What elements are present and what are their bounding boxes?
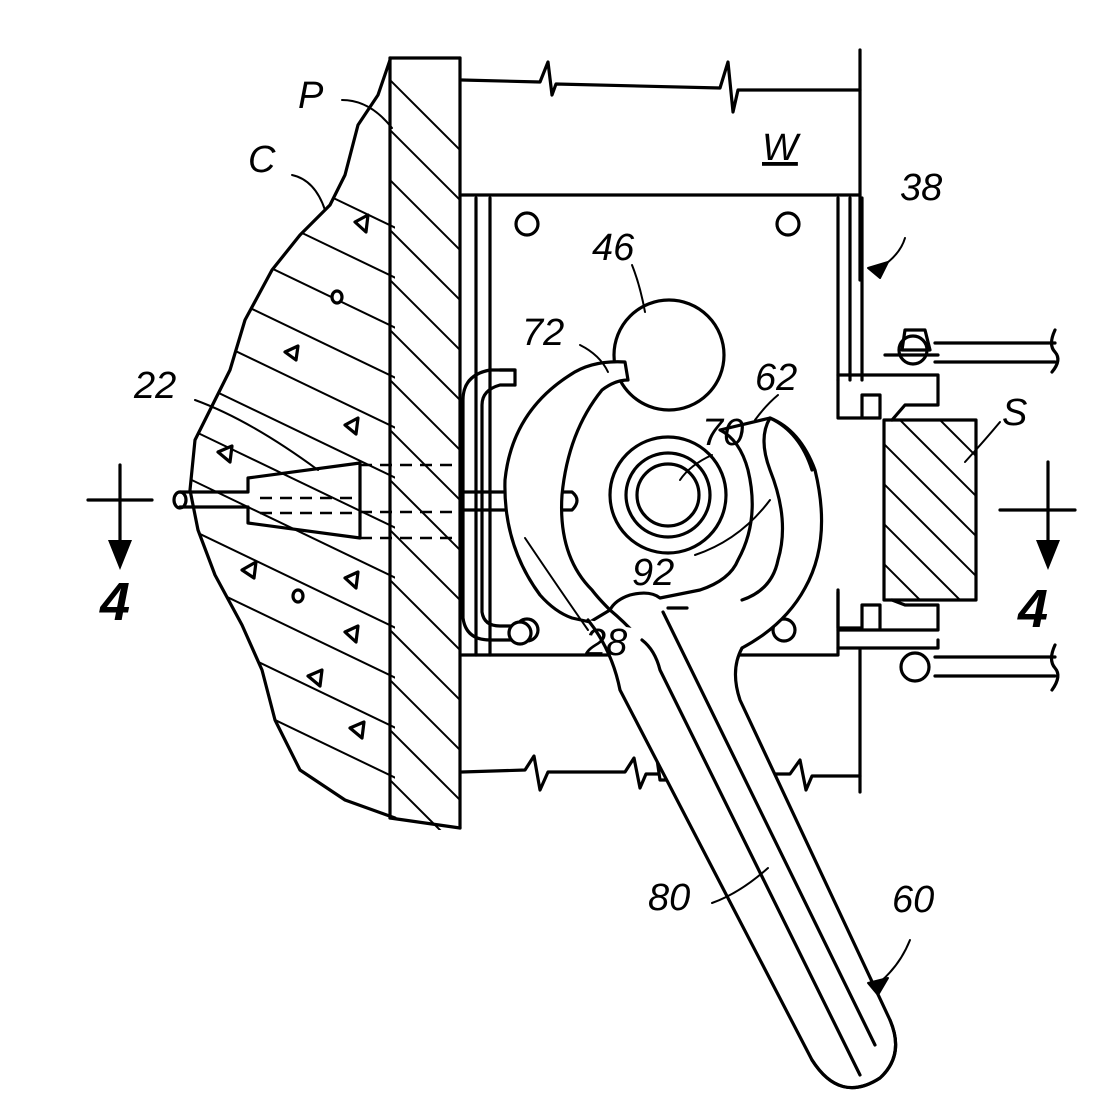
wrench <box>505 362 896 1088</box>
section-label-right: 4 <box>1017 579 1048 639</box>
label-92: 92 <box>632 552 674 594</box>
section-label-left: 4 <box>99 572 130 632</box>
label-p: P <box>298 75 324 117</box>
section-arrow-right <box>1000 462 1075 570</box>
section-arrow-left <box>88 465 152 570</box>
anchor-stud <box>174 463 460 538</box>
label-72: 72 <box>522 312 564 354</box>
label-c: C <box>248 139 276 181</box>
label-38: 38 <box>900 167 942 209</box>
label-22: 22 <box>133 365 176 407</box>
label-28: 28 <box>584 622 627 664</box>
label-60: 60 <box>892 879 934 921</box>
label-70: 70 <box>702 412 744 454</box>
label-46: 46 <box>592 227 635 269</box>
label-w: W <box>762 127 801 169</box>
label-62: 62 <box>755 357 797 399</box>
label-80: 80 <box>648 877 690 919</box>
label-s: S <box>1002 392 1027 434</box>
